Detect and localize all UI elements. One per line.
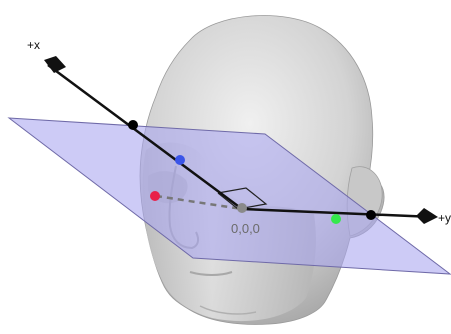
origin-point [237,203,247,213]
origin-label: 0,0,0 [231,221,260,236]
green-landmark-marker [331,214,341,224]
x-axis-endpoint-icon [44,56,66,73]
dashed-axis [155,194,243,211]
y-axis-plane-intersection [366,210,376,220]
blue-landmark-marker [175,155,185,165]
red-landmark-marker [150,191,160,201]
origin-square [217,187,268,210]
head-mouth [189,271,233,276]
transparent-plane [7,117,451,275]
head-chin [199,305,257,315]
y-axis-label: +y [438,211,451,225]
x-axis-line [47,63,243,211]
x-axis-plane-intersection [128,120,138,130]
x-axis-label: +x [27,38,40,52]
y-axis-endpoint-icon [416,208,438,224]
y-axis-line [241,207,435,219]
